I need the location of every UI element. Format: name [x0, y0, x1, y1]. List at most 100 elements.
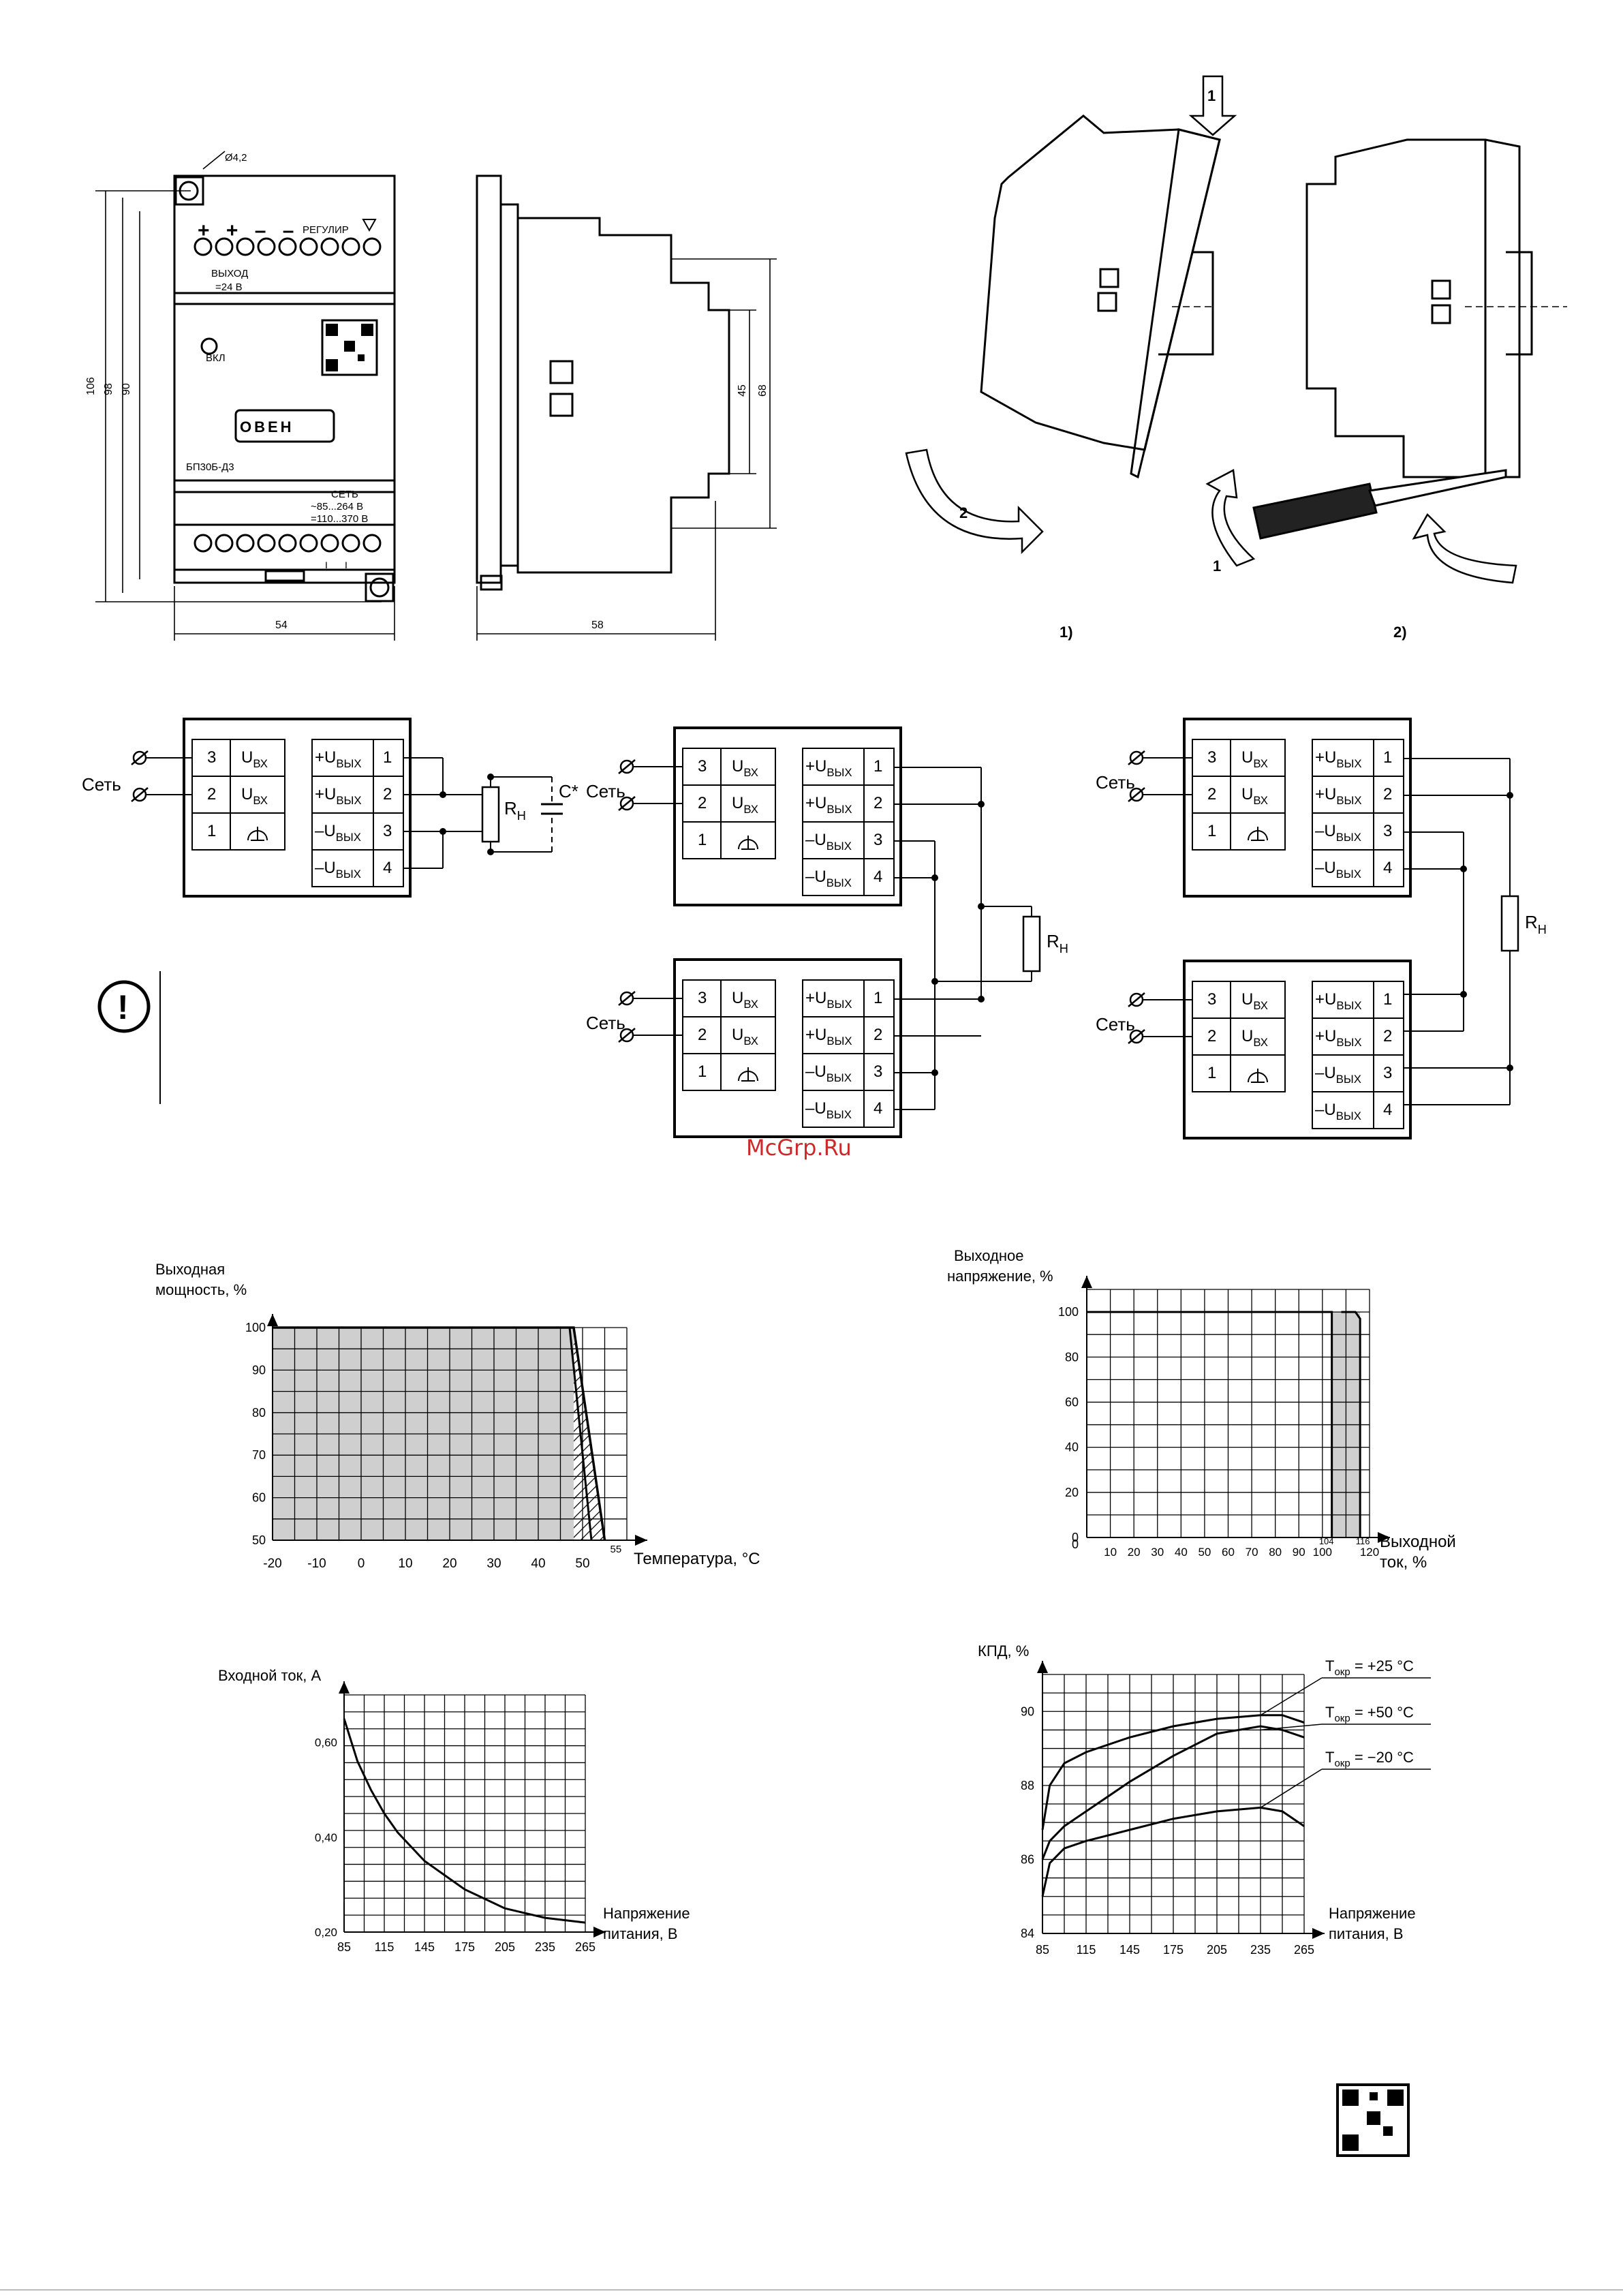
- output-terminal-number: 1: [874, 989, 882, 1007]
- y-axis-label: Выходное: [954, 1247, 1023, 1264]
- screw-slash: [618, 759, 636, 774]
- screw-terminal-icon: [619, 991, 634, 1006]
- front-qr-code: [321, 319, 378, 376]
- y-tick-label: 60: [252, 1491, 266, 1505]
- y-tick-label: 40: [1065, 1441, 1079, 1454]
- output-terminal-number: 4: [1383, 859, 1392, 877]
- output-voltage-label: –UВЫХ: [315, 859, 361, 881]
- output-terminal-number: 3: [874, 831, 882, 849]
- output-terminal-number: 4: [874, 1099, 882, 1118]
- legend-entry: Tокр = +50 °С: [1325, 1704, 1414, 1724]
- output-voltage-label: +UВЫХ: [1315, 748, 1362, 770]
- series-line: [273, 1326, 606, 1541]
- x-tick-label: 265: [1294, 1943, 1314, 1957]
- y-tick-label: 80: [252, 1406, 266, 1420]
- input-terminal-number: 3: [698, 989, 707, 1007]
- output-voltage-label: +UВЫХ: [1315, 1027, 1362, 1049]
- x-tick-label: -10: [307, 1557, 326, 1571]
- bottom-qr-code: [1336, 2083, 1410, 2157]
- legend-entry: Tокр = +25 °С: [1325, 1657, 1414, 1678]
- x-tick-label: 145: [1119, 1943, 1140, 1957]
- input-label-cell: [1230, 1054, 1286, 1092]
- x-tick-label: 85: [1036, 1943, 1049, 1957]
- input-terminal-number: 1: [1207, 1064, 1216, 1082]
- output-terminal-number: 4: [1383, 1101, 1392, 1119]
- input-terminal-number: 1: [1207, 822, 1216, 840]
- output-voltage-label: +UВЫХ: [805, 794, 852, 816]
- junction-dot: [931, 1069, 938, 1076]
- terminal-screw-icon: [278, 237, 297, 256]
- mount-step-2a: 2: [959, 504, 968, 521]
- y-axis-label: напряжение, %: [947, 1268, 1053, 1285]
- x-tick-label: 90: [1293, 1546, 1305, 1559]
- terminal-screw-icon: [194, 534, 213, 553]
- load-resistor: [1500, 895, 1519, 952]
- front-terminal-row-top: [194, 237, 382, 256]
- output-terminal-cell: [1373, 1091, 1404, 1129]
- unit-body: [1183, 718, 1412, 898]
- x-tick-label: 20: [1128, 1546, 1141, 1559]
- x-tick-label: 120: [1360, 1546, 1379, 1559]
- output-voltage-label: –UВЫХ: [805, 868, 852, 889]
- x-tick-label: 175: [1163, 1943, 1184, 1957]
- output-terminal-number: 1: [1383, 748, 1392, 767]
- series-line: [343, 1718, 586, 1924]
- output-voltage-label: –UВЫХ: [315, 822, 361, 844]
- load-label: RН: [1047, 931, 1068, 955]
- x-axis-label: питания, В: [1329, 1925, 1404, 1942]
- mains-label: Сеть: [586, 1013, 625, 1033]
- terminal-screw-icon: [215, 237, 234, 256]
- x-axis-label: ток, %: [1380, 1553, 1427, 1572]
- input-terminal-number: 2: [698, 794, 707, 812]
- y-axis-label: мощность, %: [155, 1281, 247, 1298]
- watermark: McGrp.Ru: [746, 1135, 852, 1161]
- mains-ac-range: ~85...264 В: [311, 501, 363, 512]
- front-dimension-lines: [95, 151, 395, 641]
- screw-slash: [618, 1028, 636, 1043]
- input-voltage-label: UВХ: [1241, 1027, 1268, 1049]
- terminal-screw-icon: [320, 534, 339, 553]
- input-terminal-number: 3: [207, 748, 216, 767]
- mounting-arrows-1: [905, 75, 1237, 555]
- warning-icon: !: [117, 988, 129, 1026]
- y-tick-label: 0,20: [315, 1926, 337, 1939]
- dim-54: 54: [275, 619, 288, 631]
- x-axis-label: Выходной: [1380, 1533, 1456, 1551]
- series-line-inner: [568, 1327, 593, 1541]
- x-tick-label: 40: [531, 1557, 545, 1571]
- input-terminal-number: 2: [698, 1026, 707, 1044]
- input-voltage-label: UВХ: [732, 757, 758, 779]
- output-terminal-number: 4: [383, 859, 392, 877]
- mains-label: Сеть: [82, 774, 121, 795]
- x-tick-label: 30: [1151, 1546, 1164, 1559]
- screw-terminal-icon: [1129, 1029, 1144, 1044]
- output-terminal-number: 2: [874, 794, 882, 812]
- series-line: [1041, 1806, 1305, 1897]
- mount-step-1a: 1: [1207, 87, 1216, 104]
- mains-label: Сеть: [1096, 1014, 1135, 1035]
- warning-sign: !: [97, 971, 161, 1104]
- x-tick-label: 115: [375, 1940, 395, 1954]
- input-label-cell: [1230, 812, 1286, 851]
- input-label-cell: [720, 1053, 776, 1091]
- y-tick-label: 0,60: [315, 1736, 337, 1749]
- mounting-arrows-2: [1205, 469, 1517, 584]
- x-axis-label: питания, В: [603, 1925, 678, 1942]
- power-on-label: ВКЛ: [206, 352, 226, 364]
- mounting-label-1: 1): [1060, 624, 1073, 641]
- output-voltage-label: –UВЫХ: [1315, 1064, 1361, 1086]
- y-tick-label: 0: [1072, 1537, 1079, 1551]
- side-view-drawing: [476, 174, 730, 591]
- dim-90: 90: [121, 383, 132, 395]
- mains-label: Сеть: [586, 781, 625, 801]
- hole-diameter-label: Ø4,2: [225, 152, 247, 164]
- dim-58: 58: [591, 619, 604, 631]
- junction-dot: [978, 801, 985, 808]
- output-voltage-label: =24 В: [215, 281, 243, 293]
- terminal-screw-icon: [236, 237, 255, 256]
- junction-dot: [931, 978, 938, 985]
